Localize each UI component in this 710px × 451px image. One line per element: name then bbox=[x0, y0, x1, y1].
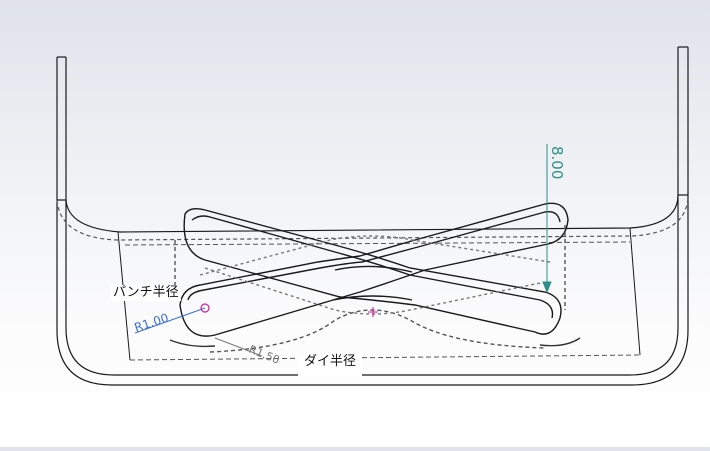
x-shaped-punch[interactable] bbox=[169, 202, 581, 353]
die-radius-callout: ダイ半径 bbox=[298, 354, 363, 376]
punch-radius-callout: パンチ半径 bbox=[111, 285, 181, 301]
die-radius-dimension[interactable]: R1.50 bbox=[214, 337, 282, 367]
punch-radius-dimension[interactable]: R1.00 bbox=[133, 303, 210, 335]
die-radius-value[interactable]: R1.50 bbox=[247, 343, 282, 367]
depth-dimension[interactable]: 8.00 bbox=[542, 144, 566, 294]
punch-radius-value[interactable]: R1.00 bbox=[133, 311, 171, 335]
origin-marker bbox=[368, 307, 378, 317]
die-walls[interactable] bbox=[56, 46, 689, 386]
depth-value[interactable]: 8.00 bbox=[548, 146, 566, 179]
blank-sheet[interactable] bbox=[117, 227, 641, 361]
